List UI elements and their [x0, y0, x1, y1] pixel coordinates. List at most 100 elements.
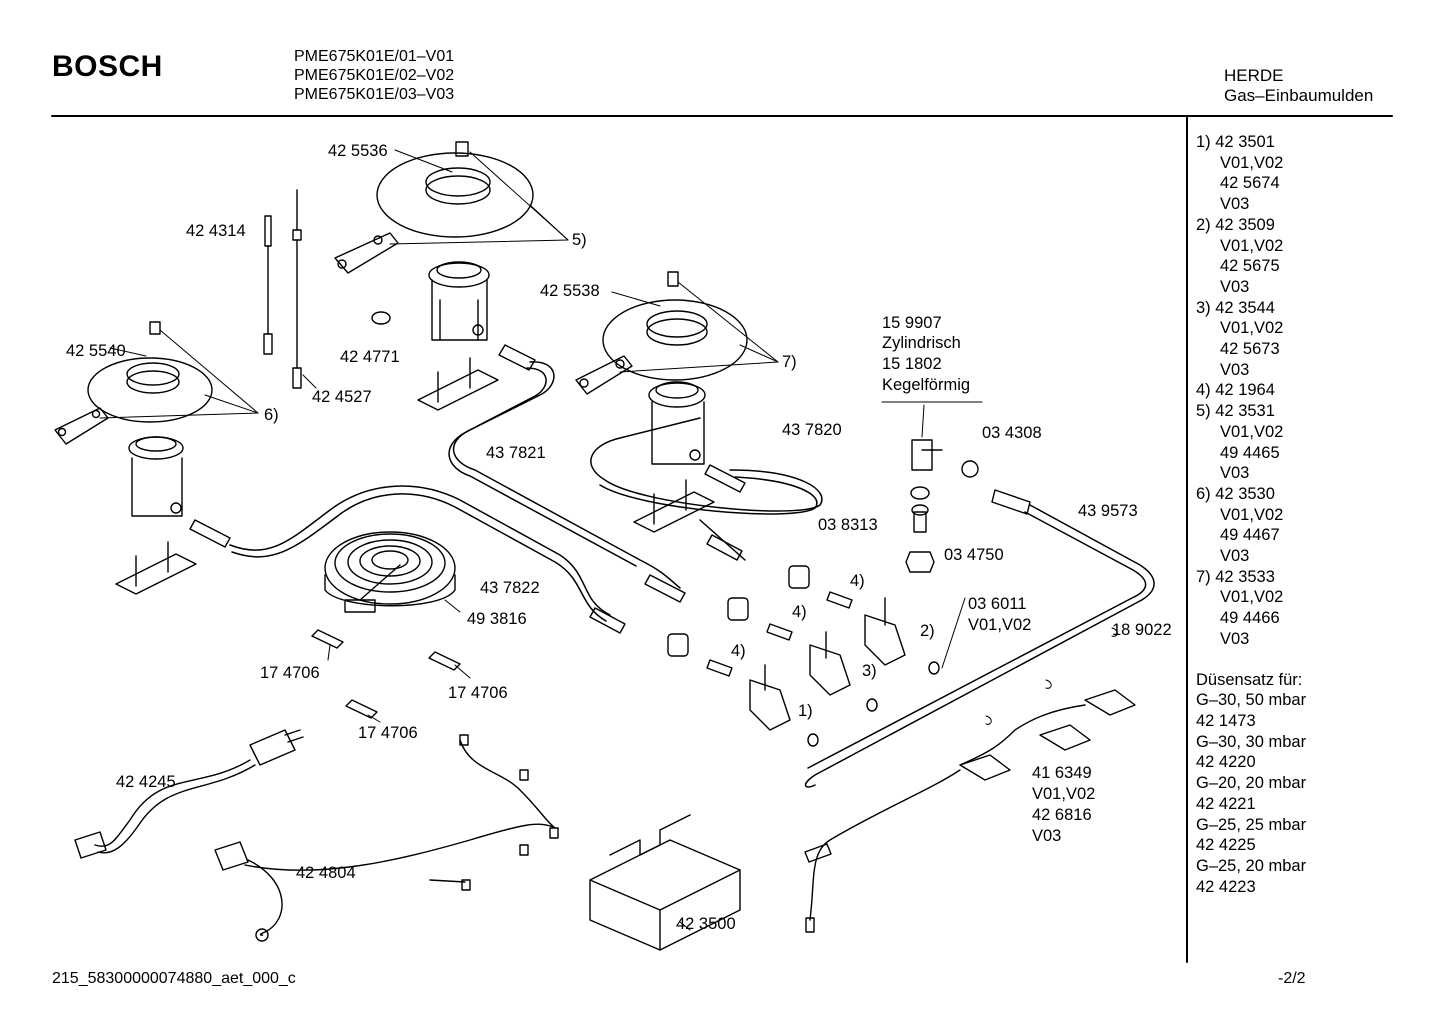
label-ref-6: 6) — [264, 406, 279, 424]
label-kegelformig: Kegelförmig — [882, 376, 971, 394]
nozzle-line: 42 4223 — [1196, 877, 1256, 896]
hotplate-element — [324, 531, 461, 613]
sidebar-line: 49 4467 — [1220, 526, 1280, 545]
burner-clips — [115, 357, 715, 595]
burner-6-assembly — [54, 321, 213, 517]
connection-parts — [881, 401, 983, 669]
label-03-8313: 03 8313 — [818, 516, 878, 534]
sidebar-line: 6) 42 3530 — [1196, 484, 1275, 503]
document-id: 215_58300000074880_aet_000_c — [52, 970, 296, 987]
label-17-4706-b: 17 4706 — [448, 684, 508, 702]
label-03-6011: 03 6011 — [968, 595, 1027, 613]
sidebar-line: 5) 42 3531 — [1196, 402, 1275, 421]
nozzle-line: G–25, 25 mbar — [1196, 815, 1307, 834]
label-17-4706-c: 17 4706 — [358, 724, 418, 742]
burner-5-assembly — [334, 141, 534, 341]
sidebar-line: 4) 42 1964 — [1196, 381, 1275, 400]
label-ref-3: 3) — [862, 662, 877, 680]
nozzle-line: G–30, 30 mbar — [1196, 732, 1307, 751]
brand-logo: BOSCH — [52, 50, 163, 83]
model-list: PME675K01E/01–V01 PME675K01E/02–V02 PME6… — [294, 47, 454, 104]
sidebar-line: V03 — [1220, 277, 1250, 296]
label-ref-5: 5) — [572, 231, 587, 249]
label-43-7822: 43 7822 — [480, 579, 540, 597]
label-ref-4b: 4) — [792, 603, 807, 621]
label-42-4771: 42 4771 — [340, 348, 400, 366]
nozzle-line: G–20, 20 mbar — [1196, 774, 1307, 793]
ignition-module — [589, 814, 741, 951]
label-42-4804: 42 4804 — [296, 864, 356, 882]
gas-valves — [749, 597, 940, 747]
model-2: PME675K01E/02–V02 — [294, 67, 455, 84]
label-49-3816: 49 3816 — [467, 610, 527, 628]
label-ref-4a: 4) — [850, 572, 865, 590]
category-block: HERDE Gas–Einbaumulden — [1224, 66, 1373, 106]
pipe-fittings — [189, 344, 1031, 634]
nozzle-line: G–30, 50 mbar — [1196, 691, 1307, 710]
sidebar-line: 42 5674 — [1220, 174, 1280, 193]
sidebar-line: V01,V02 — [1220, 319, 1284, 338]
sidebar-line: V01,V02 — [1220, 588, 1284, 607]
label-41-6349: 41 6349 — [1032, 764, 1092, 782]
nozzle-line: 42 4225 — [1196, 836, 1256, 855]
sidebar-line: V03 — [1220, 547, 1250, 566]
label-ref-2: 2) — [920, 622, 935, 640]
sidebar-line: V03 — [1220, 629, 1250, 648]
nozzle-line: 42 1473 — [1196, 711, 1256, 730]
sidebar-line: 42 5675 — [1220, 257, 1280, 276]
burner-7-assembly — [575, 271, 748, 465]
sidebar-line: V01,V02 — [1220, 236, 1284, 255]
label-03-4750: 03 4750 — [944, 546, 1004, 564]
category: HERDE — [1224, 66, 1284, 85]
sidebar-line: V03 — [1220, 360, 1250, 379]
nozzles-caps — [667, 565, 853, 677]
ignition-electrodes — [263, 189, 317, 389]
label-42-4527: 42 4527 — [312, 388, 372, 406]
sidebar-line: 1) 42 3501 — [1196, 133, 1275, 151]
label-03-4308: 03 4308 — [982, 424, 1042, 442]
sidebar-line: 2) 42 3509 — [1196, 215, 1275, 234]
label-17-4706-a: 17 4706 — [260, 664, 320, 682]
label-43-7821: 43 7821 — [486, 444, 546, 462]
ignition-harness — [804, 627, 1136, 933]
nozzle-line: 42 4221 — [1196, 794, 1256, 813]
label-03-6011-variant: V01,V02 — [968, 616, 1032, 634]
callout-lines — [99, 149, 779, 419]
sidebar-parts-list: 1) 42 3501 V01,V02 42 5674 V03 2) 42 350… — [1196, 132, 1306, 897]
sidebar-line: V01,V02 — [1220, 422, 1284, 441]
gas-pipes — [229, 361, 1155, 788]
label-43-9573: 43 9573 — [1078, 502, 1138, 520]
model-3: PME675K01E/03–V03 — [294, 86, 455, 103]
label-18-9022: 18 9022 — [1112, 621, 1172, 639]
sidebar-line: 49 4466 — [1220, 609, 1280, 628]
nozzle-line: G–25, 20 mbar — [1196, 856, 1307, 875]
label-42-4314: 42 4314 — [186, 222, 246, 240]
label-42-4245: 42 4245 — [116, 773, 176, 791]
label-ref-4c: 4) — [731, 642, 746, 660]
seal-ring — [371, 311, 391, 325]
label-zylindrisch: Zylindrisch — [882, 334, 961, 352]
sidebar-line: V03 — [1220, 464, 1250, 483]
label-42-5540: 42 5540 — [66, 342, 126, 360]
label-42-6816: 42 6816 — [1032, 806, 1092, 824]
label-15-9907: 15 9907 — [882, 314, 942, 332]
sidebar-line: 42 5673 — [1220, 340, 1280, 359]
sidebar-line: V03 — [1220, 195, 1250, 214]
sidebar-line: 7) 42 3533 — [1196, 567, 1275, 586]
label-43-7820: 43 7820 — [782, 421, 842, 439]
label-42-3500: 42 3500 — [676, 915, 736, 933]
label-42-5536: 42 5536 — [328, 142, 388, 160]
nozzle-line: 42 4220 — [1196, 753, 1256, 772]
label-42-6816-variant: V03 — [1032, 827, 1062, 845]
label-41-6349-variant: V01,V02 — [1032, 785, 1096, 803]
model-1: PME675K01E/01–V01 — [294, 48, 455, 65]
label-15-1802: 15 1802 — [882, 355, 942, 373]
sidebar-line: 49 4465 — [1220, 443, 1280, 462]
power-cable — [74, 729, 304, 859]
sidebar-line: V01,V02 — [1220, 505, 1284, 524]
retaining-brackets — [311, 629, 471, 723]
label-ref-1: 1) — [798, 702, 813, 720]
label-ref-7: 7) — [782, 353, 797, 371]
nozzle-set-title: Düsensatz für: — [1196, 670, 1303, 689]
sidebar-line: 3) 42 3544 — [1196, 298, 1275, 317]
